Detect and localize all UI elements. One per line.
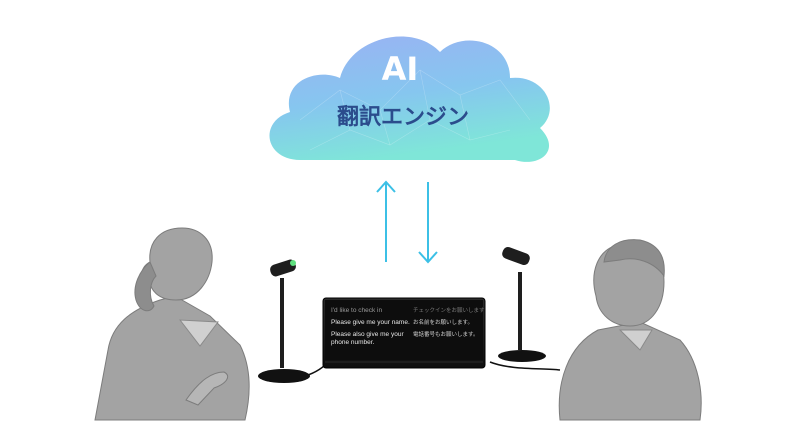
- person-left: [94, 227, 250, 421]
- screen-english-column: I'd like to check in Please give me your…: [331, 307, 410, 346]
- microphone-left: [258, 259, 310, 383]
- screen-ja-line: チェックインをお願いします: [413, 307, 485, 314]
- person-right: [558, 239, 702, 421]
- screen-ja-line: 電話番号もお願いします。: [413, 330, 478, 338]
- cloud-shape: [269, 36, 550, 162]
- screen-en-line: Please also give me your: [331, 331, 404, 338]
- down-arrow-icon: [418, 182, 438, 264]
- screen-en-line: phone number.: [331, 339, 375, 346]
- screen-ja-line: お名前をお願いします。: [413, 318, 473, 326]
- translation-device: [322, 297, 486, 369]
- microphone-right: [489, 246, 561, 371]
- screen-japanese-column: チェックインをお願いします お名前をお願いします。 電話番号もお願いします。: [413, 307, 485, 338]
- cloud-title: AI: [382, 50, 419, 88]
- screen-en-line: I'd like to check in: [331, 307, 382, 314]
- cloud-subtitle: 翻訳エンジン: [337, 104, 469, 130]
- screen-en-line: Please give me your name.: [331, 319, 410, 326]
- up-arrow-icon: [376, 180, 396, 262]
